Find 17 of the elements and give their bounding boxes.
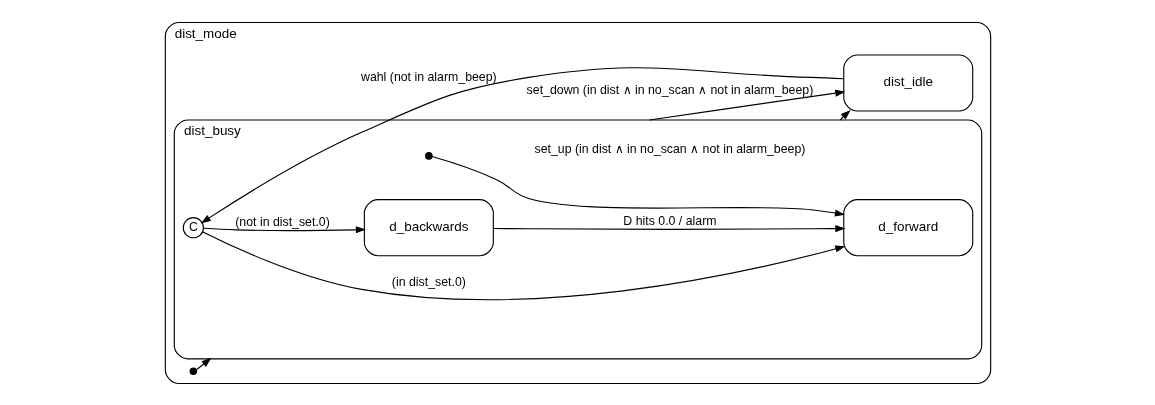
- arrow: [195, 357, 212, 370]
- node-dot: [424, 151, 433, 160]
- node-dot: [189, 366, 197, 375]
- edge-label: set_down (in dist ∧ in no_scan ∧ not in alarm_beep): [526, 82, 813, 97]
- edge-label: D hits 0.0 / alarm: [622, 213, 717, 228]
- edge-label: set_up (in dist ∧ in no_scan ∧ not in alarm_beep): [534, 141, 805, 156]
- edge-label: (in dist_set.0): [391, 274, 466, 289]
- arrow: [201, 230, 845, 300]
- edge-label: (not in dist_set.0): [234, 214, 330, 229]
- node-box: dist_idle: [842, 53, 973, 112]
- edge-label: wahl (not in alarm_beep): [360, 69, 497, 84]
- arrow: [492, 224, 845, 232]
- node-box: d_forward: [842, 198, 973, 256]
- node-circle: C: [182, 216, 204, 238]
- arrow: [202, 225, 366, 233]
- arrow: [431, 155, 845, 216]
- node-box: d_backwards: [363, 198, 494, 256]
